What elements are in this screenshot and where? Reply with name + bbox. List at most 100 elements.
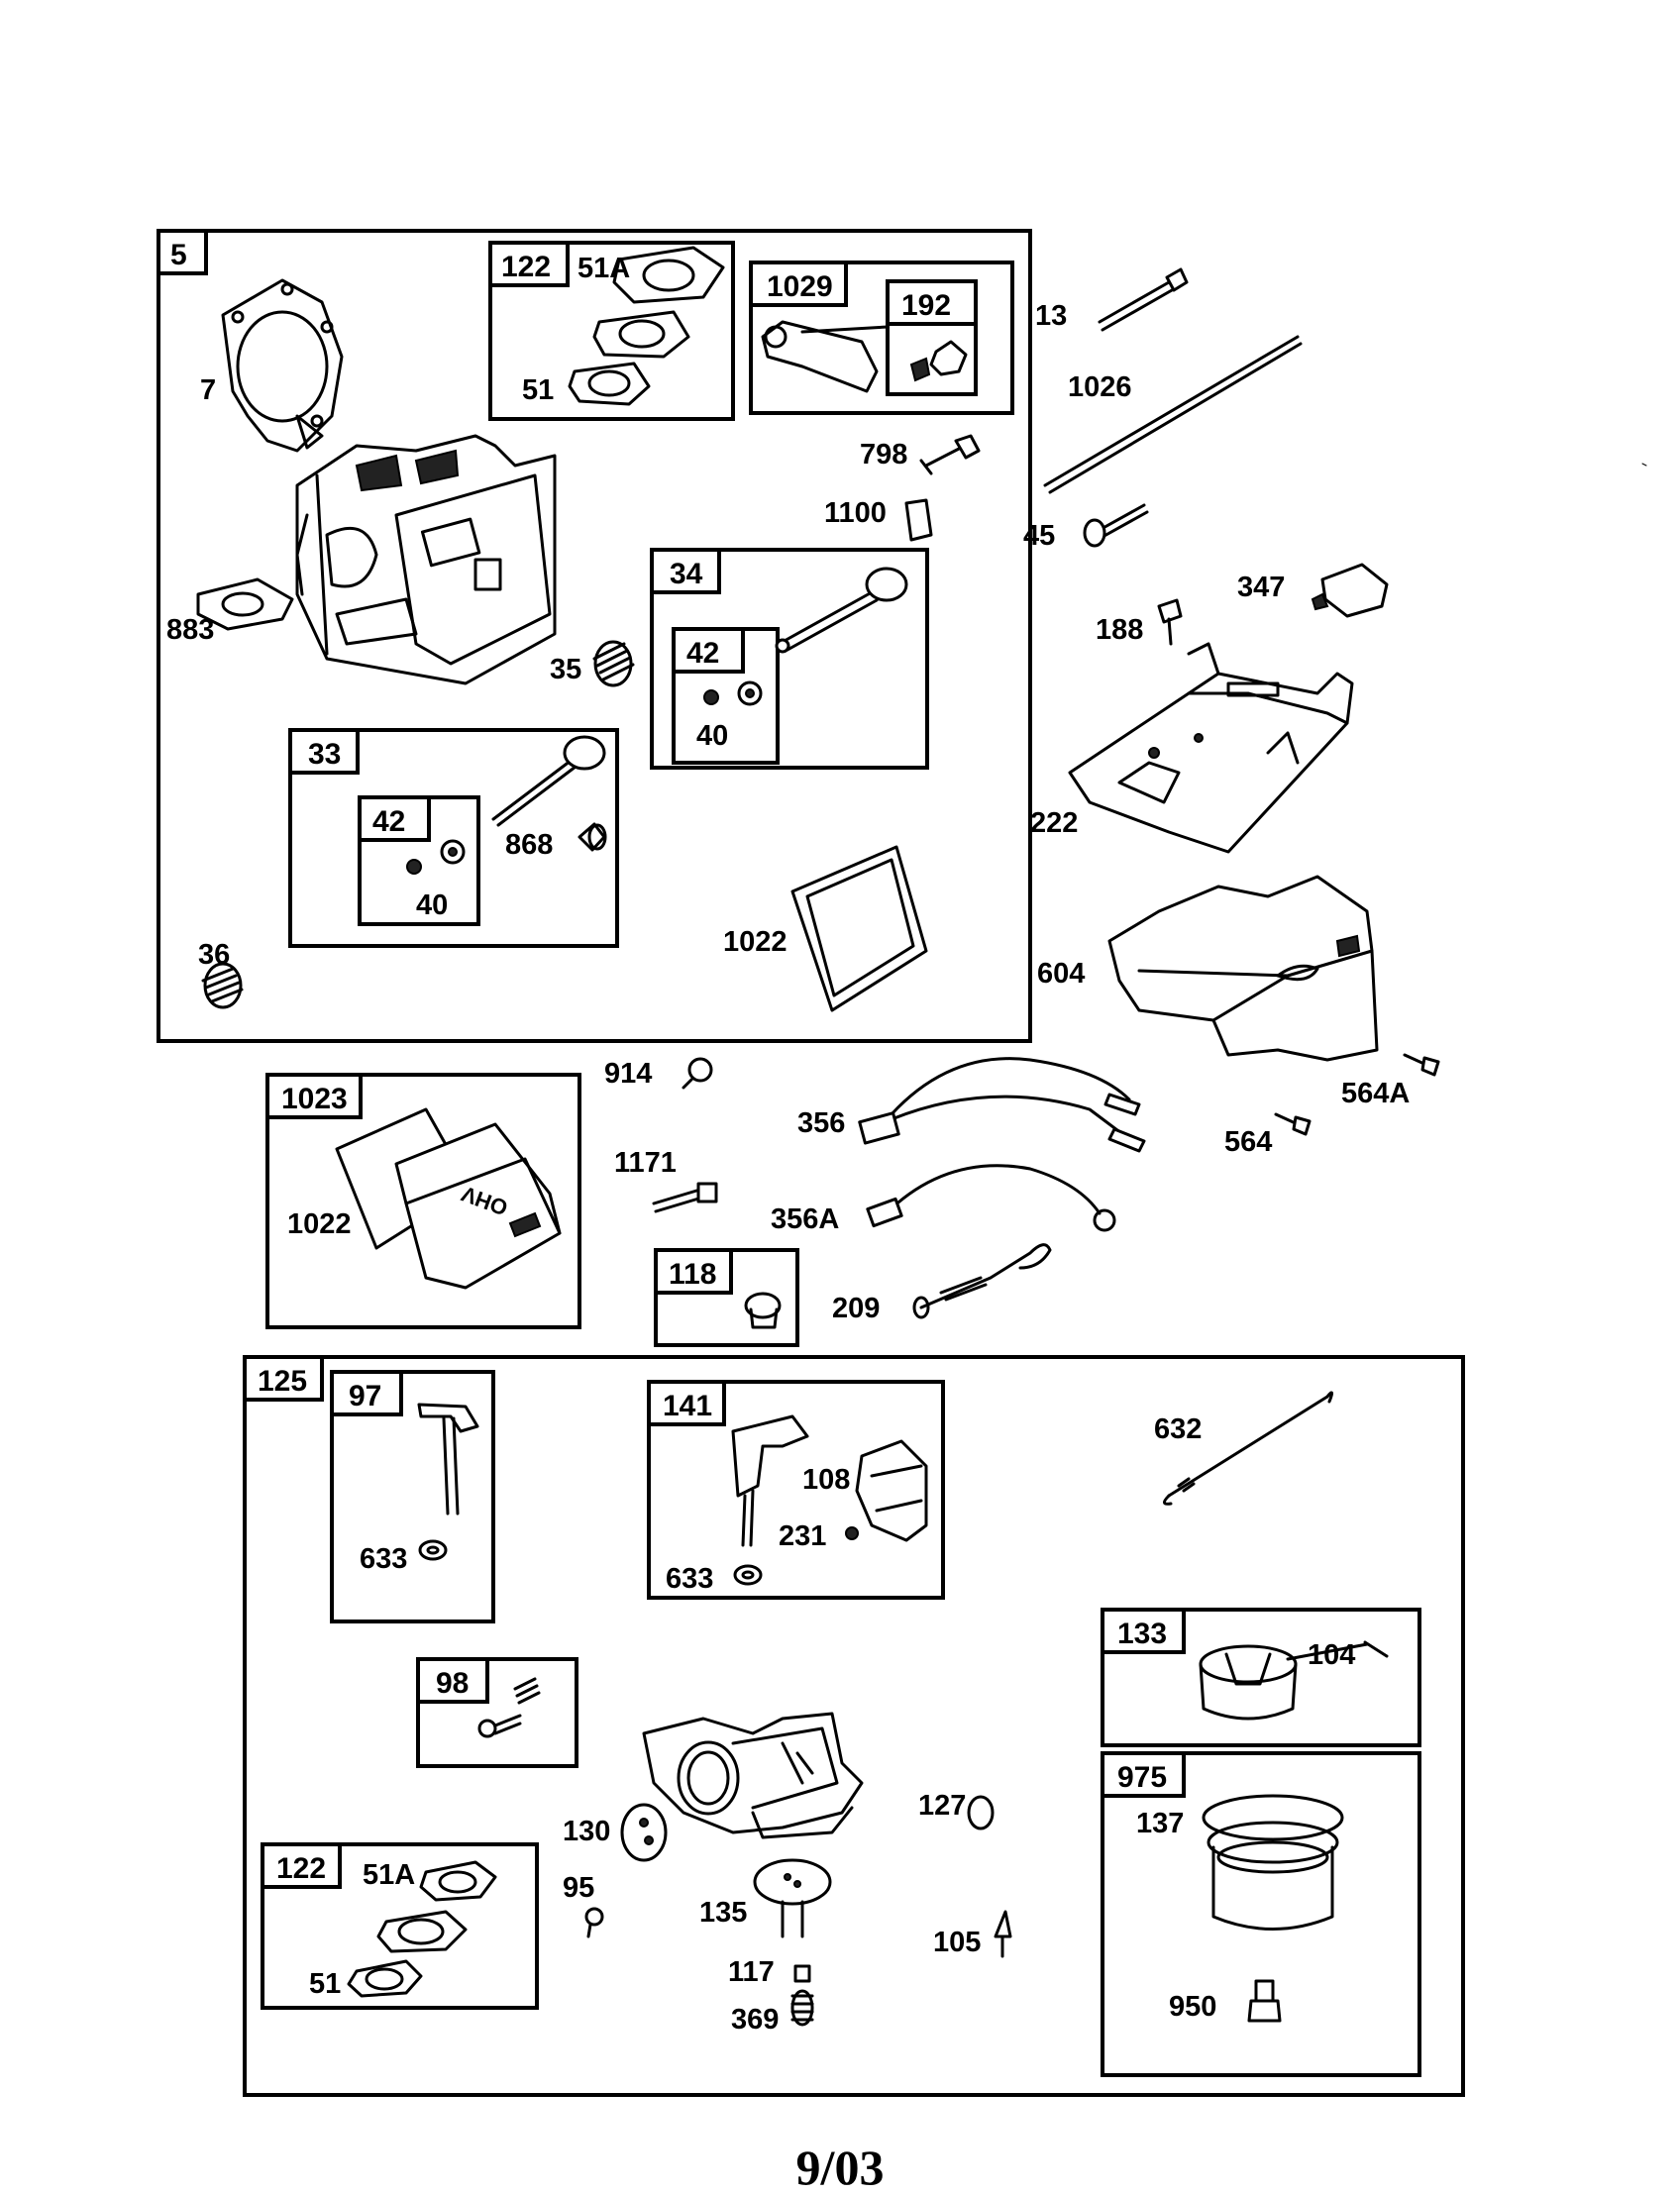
ground-wire-356A-part [866,1164,1116,1232]
label-1022-b: 1022 [287,1208,352,1240]
label-633-a: 633 [360,1543,407,1575]
label-950: 950 [1169,1991,1216,2023]
label-104: 104 [1308,1639,1355,1671]
switch-347-part [1311,563,1389,618]
clip-1100-part [904,498,933,542]
label-51-bottom: 51 [309,1968,341,2000]
nozzle-135-part [753,1858,832,1938]
needle-105-part [994,1910,1012,1958]
label-1171: 1171 [614,1147,677,1179]
label-127: 127 [918,1790,966,1822]
spring-36-part [201,962,244,1009]
label-1100: 1100 [824,497,887,529]
group-5-label: 5 [170,239,187,271]
label-883: 883 [166,614,214,646]
label-369: 369 [731,2004,779,2036]
bolt-798-part [919,434,981,475]
label-914: 914 [604,1058,652,1090]
label-45: 45 [1023,520,1055,552]
label-105: 105 [933,1927,981,1958]
group-33: 33 42 [288,728,619,948]
group-1023-label: 1023 [281,1083,348,1115]
float-bowl-137-part [1202,1794,1344,1931]
label-35: 35 [550,654,581,685]
wire-harness-356-part [858,1057,1146,1153]
screw-95-part [584,1907,604,1938]
label-40-a: 40 [696,720,728,752]
screw-950-part [1247,1979,1282,2023]
head-gasket-part [221,278,344,453]
label-40-b: 40 [416,889,448,921]
group-5: 5 7 122 [157,229,1032,1043]
label-108: 108 [802,1464,850,1496]
label-604: 604 [1037,958,1085,990]
label-51A-top: 51A [578,253,630,284]
control-bracket-222-part [1068,642,1354,854]
group-125: 125 97 633 141 108 231 633 [243,1355,1465,2097]
group-97-label: 97 [349,1380,381,1412]
group-122-top: 122 51A 51 [488,241,735,421]
o-ring-127-part [967,1795,995,1830]
label-564A: 564A [1341,1078,1410,1109]
screw-spring-98-part [477,1677,541,1738]
bolt-188-part [1157,598,1183,646]
label-209: 209 [832,1293,880,1324]
choke-plate-108-part [855,1439,928,1542]
link-632-part [1163,1391,1334,1506]
group-34-label: 34 [670,558,703,590]
group-1029-label: 1029 [767,270,833,303]
throttle-shaft-part [417,1403,479,1561]
group-192-label: 192 [901,289,951,322]
label-137: 137 [1136,1808,1184,1839]
scan-mark [1641,463,1647,467]
group-118: 118 [654,1248,799,1347]
label-347: 347 [1237,572,1285,603]
label-633-b: 633 [666,1563,713,1595]
label-868: 868 [505,829,553,861]
float-104-part [1199,1640,1389,1721]
group-98-label: 98 [436,1667,469,1700]
group-33-label: 33 [308,738,341,771]
group-125-label: 125 [258,1365,307,1398]
group-1023: 1023 OHV [265,1073,581,1329]
gaskets-122-bottom-part [347,1860,497,1998]
choke-shaft-part [731,1414,809,1586]
gasket-883-part [196,577,294,631]
carburetor-body-part [642,1712,864,1839]
group-42-b-label: 42 [372,805,405,838]
stud-1171-part [652,1182,718,1213]
group-122-bottom-label: 122 [276,1852,326,1885]
spring-209-part [912,1243,1052,1319]
shroud-604-part [1107,875,1379,1062]
jet-117-part [793,1964,811,1983]
cylinder-head-part [295,434,557,685]
label-356A: 356A [771,1203,839,1235]
group-1029: 1029 192 [749,261,1014,415]
group-34: 34 42 [650,548,929,770]
label-356: 356 [797,1107,845,1139]
label-798: 798 [860,439,907,470]
group-122-top-label: 122 [501,251,551,283]
label-13: 13 [1035,300,1067,332]
label-231: 231 [779,1520,826,1552]
group-42-a-label: 42 [686,637,719,670]
footer-date: 9/03 [795,2140,885,2195]
pin-45-part [1083,503,1149,548]
group-975-label: 975 [1117,1761,1167,1794]
label-1026: 1026 [1068,371,1132,403]
spring-369-part [790,1989,814,2027]
plate-130-part [620,1803,668,1862]
bolt-564-part [1274,1112,1312,1136]
label-117: 117 [728,1956,775,1988]
spring-35-part [592,640,635,687]
label-95: 95 [563,1872,594,1904]
group-141-label: 141 [663,1390,712,1422]
label-188: 188 [1096,614,1143,646]
seal-868-part [578,822,607,852]
group-118-label: 118 [669,1258,716,1291]
label-51A-bottom: 51A [363,1859,415,1891]
label-564: 564 [1224,1126,1272,1158]
bolt-564A-part [1403,1053,1440,1077]
label-51-top: 51 [522,374,554,406]
